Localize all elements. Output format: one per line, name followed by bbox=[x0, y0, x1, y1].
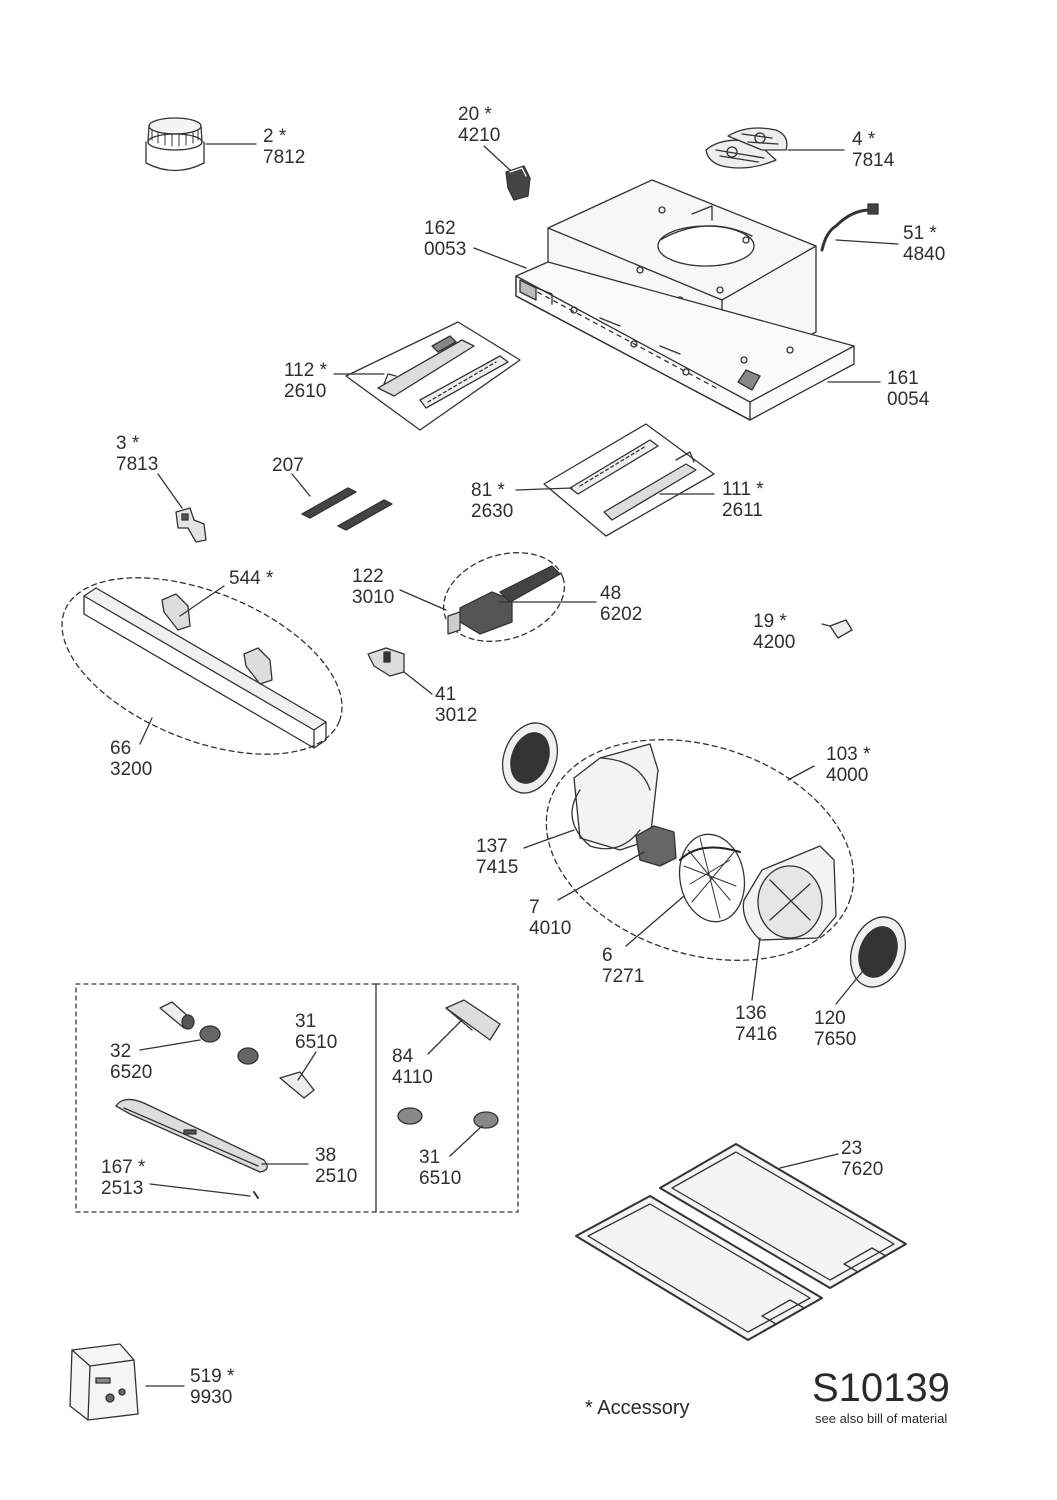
label-part-207: 207 bbox=[272, 455, 304, 476]
duct-collar-drawing bbox=[145, 117, 205, 172]
holder-41-drawing bbox=[367, 647, 405, 677]
leader-84 bbox=[427, 1019, 463, 1055]
bracket-3-drawing bbox=[175, 507, 207, 543]
leader-31b bbox=[449, 1125, 483, 1157]
switch-48-drawing bbox=[442, 552, 566, 642]
label-part-111: 111 *2611 bbox=[722, 479, 764, 521]
label-part-2: 2 *7812 bbox=[263, 126, 306, 168]
leader-207 bbox=[291, 473, 311, 497]
leader-51 bbox=[835, 239, 899, 245]
label-part-20: 20 *4210 bbox=[458, 104, 501, 146]
leader-81 bbox=[515, 487, 573, 491]
leader-544 bbox=[179, 585, 225, 617]
leader-31a bbox=[297, 1051, 317, 1081]
filters-23-drawing bbox=[575, 1143, 907, 1341]
cable-51-drawing bbox=[820, 203, 879, 252]
leader-23 bbox=[779, 1153, 839, 1169]
leader-41 bbox=[403, 671, 433, 695]
leader-137 bbox=[523, 829, 575, 849]
leader-120 bbox=[835, 971, 863, 1005]
leader-122 bbox=[399, 589, 447, 611]
motor-group-103-drawing bbox=[501, 722, 907, 988]
accessory-box-right bbox=[375, 983, 519, 1213]
label-part-3: 3 *7813 bbox=[116, 433, 159, 475]
leader-136 bbox=[751, 937, 761, 1001]
lamp-parts-drawing bbox=[115, 1001, 315, 1199]
leader-7 bbox=[557, 851, 645, 901]
label-part-544: 544 * bbox=[229, 568, 274, 589]
label-part-519: 519 *9930 bbox=[190, 1366, 235, 1408]
leader-167 bbox=[149, 1183, 251, 1197]
label-part-81: 81 *2630 bbox=[471, 480, 514, 522]
leader-6 bbox=[625, 895, 685, 947]
label-part-167: 167 *2513 bbox=[101, 1157, 146, 1199]
leader-103 bbox=[787, 765, 815, 781]
label-part-19: 19 *4200 bbox=[753, 611, 796, 653]
clips-207-drawing bbox=[301, 487, 393, 531]
leader-3 bbox=[157, 473, 183, 509]
label-part-103: 103 *4000 bbox=[826, 744, 871, 786]
bag-519-drawing bbox=[69, 1343, 139, 1421]
small-parts-drawing bbox=[397, 999, 501, 1129]
leader-20 bbox=[483, 145, 511, 171]
label-part-4: 4 *7814 bbox=[852, 129, 895, 171]
rail-set-81-drawing bbox=[543, 423, 715, 537]
leader-66 bbox=[139, 717, 153, 745]
leader-162 bbox=[473, 247, 527, 269]
label-part-112: 112 *2610 bbox=[284, 360, 327, 402]
leader-32 bbox=[139, 1039, 201, 1051]
document-code: S10139 bbox=[812, 1366, 950, 1410]
accessory-note: * Accessory bbox=[585, 1397, 690, 1419]
label-part-51: 51 *4840 bbox=[903, 223, 946, 265]
document-note: see also bill of material bbox=[815, 1411, 948, 1426]
bulb-19-drawing bbox=[821, 619, 853, 639]
grille-4-drawing bbox=[705, 127, 788, 169]
hood-body-drawing bbox=[515, 179, 855, 421]
light-bar-66-drawing bbox=[61, 577, 343, 755]
rail-set-112-drawing bbox=[345, 321, 521, 431]
bracket-20-drawing bbox=[505, 165, 531, 201]
